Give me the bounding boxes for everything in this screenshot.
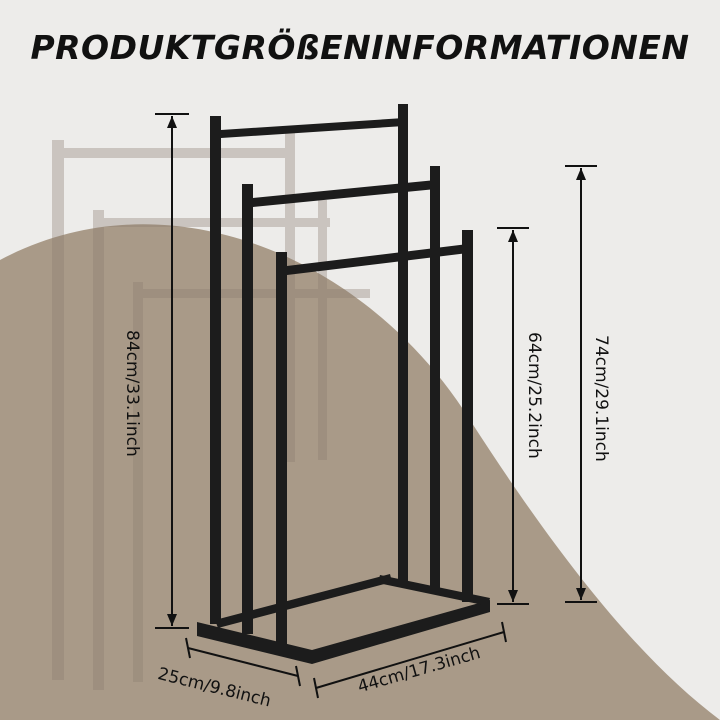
towel-rack xyxy=(197,104,490,664)
height-short-label: 64cm/25.2inch xyxy=(524,332,544,459)
rack-base-back xyxy=(215,574,392,628)
mid-right-post xyxy=(430,166,440,592)
tall-top-bar xyxy=(221,118,404,138)
short-left-post xyxy=(276,252,287,644)
floor-background xyxy=(0,224,720,720)
dimension-lines xyxy=(155,113,597,699)
rack-base-right xyxy=(312,600,490,664)
tall-right-post xyxy=(398,104,408,582)
short-top-bar xyxy=(287,244,468,275)
height-mid-label: 74cm/29.1inch xyxy=(591,335,611,462)
height-tall-label: 84cm/33.1inch xyxy=(122,330,142,457)
rack-base-front xyxy=(197,622,312,664)
page-title: PRODUKTGRÖßENINFORMATIONEN xyxy=(30,28,690,67)
mid-left-post xyxy=(242,184,253,634)
mid-top-bar xyxy=(253,180,436,207)
tall-left-post xyxy=(210,116,221,624)
short-right-post xyxy=(462,230,473,602)
